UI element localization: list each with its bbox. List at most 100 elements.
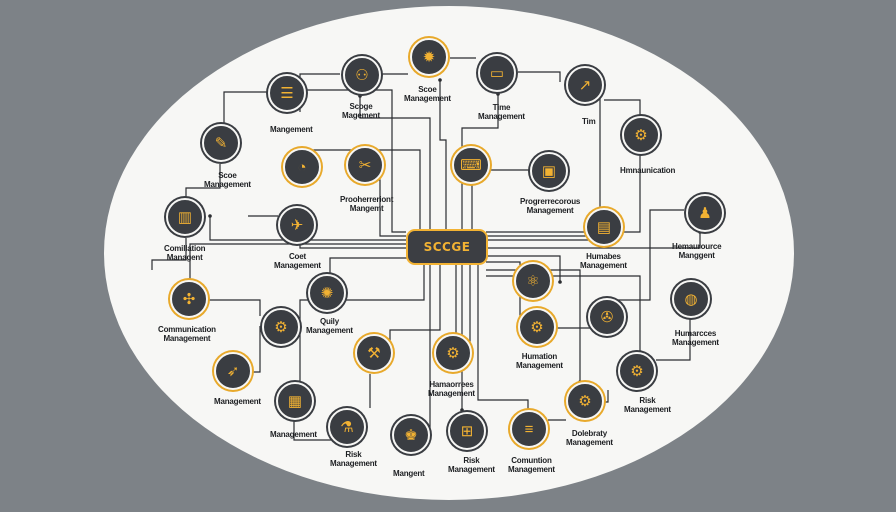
tools-icon: ⚒ [367, 344, 381, 362]
settings-icon: ⚙ [578, 392, 592, 410]
node-lightbulb: ✹ [410, 38, 448, 76]
label-dolebraty-management: Dolebraty Management [566, 429, 613, 447]
connector [223, 91, 268, 124]
node-scissors: ✂ [346, 146, 384, 184]
label-cost-management: Coet Management [274, 252, 321, 270]
connector [656, 318, 691, 361]
rocket-icon: ➶ [226, 362, 240, 380]
connector [410, 265, 431, 431]
connector [299, 265, 425, 400]
connector-end [558, 280, 562, 284]
connector [389, 265, 441, 352]
label-humarcces-management: Humarcces Management [672, 329, 719, 347]
manager-icon: ♚ [404, 426, 418, 444]
node-clipboard: ✎ [202, 124, 240, 162]
connector [486, 261, 521, 326]
bar-chart-icon: ▥ [177, 208, 193, 226]
globe-icon: ◍ [684, 290, 698, 308]
node-growth: ↗ [566, 66, 604, 104]
connector-end [438, 78, 442, 82]
label-humation-management: Humation Management [516, 352, 563, 370]
node-quality-gears: ⚙ [262, 308, 300, 346]
connector [290, 89, 406, 233]
label-progression-management: Progrerrecorous Management [520, 197, 581, 215]
connector [486, 150, 641, 233]
compass-icon: ✇ [600, 308, 614, 326]
connector-end [460, 408, 464, 412]
connector [299, 73, 340, 112]
label-scope-management-top: Scoe Management [404, 85, 451, 103]
node-big-gear: ⚙ [434, 334, 472, 372]
label-mangent-bottom: Mangent [393, 469, 425, 478]
node-settings-right: ⚙ [618, 352, 656, 390]
big-gear-icon: ⚙ [446, 344, 460, 362]
label-scope-management-left: Scoe Management [204, 171, 251, 189]
node-bar-chart: ▥ [166, 198, 204, 236]
connector [293, 420, 346, 441]
node-desktop: ⌨ [452, 146, 490, 184]
gear-icon: ⚙ [530, 318, 544, 336]
connector [604, 99, 641, 116]
label-risk-management-bottom-2: Risk Management [448, 456, 495, 474]
connector [477, 265, 529, 412]
connector [604, 209, 684, 301]
connector [209, 216, 406, 241]
checklist-icon: ☰ [280, 84, 294, 102]
node-tools-mix: ⚗ [328, 408, 366, 446]
label-humunication: Hmnaunication [620, 166, 676, 175]
node-package: ▦ [276, 382, 314, 420]
node-compass: ✇ [588, 298, 626, 336]
node-gears: ⚙ [622, 116, 660, 154]
node-network: ⚛ [514, 262, 552, 300]
node-screen: ▣ [530, 152, 568, 190]
label-scope-magement: Scoge Magement [342, 102, 380, 120]
lightbulb-icon: ✹ [422, 48, 436, 66]
node-list: ≡ [510, 410, 548, 448]
node-documents: ▤ [585, 208, 623, 246]
connector [359, 96, 431, 229]
node-clock: ◔ [283, 148, 321, 186]
desktop-icon: ⌨ [460, 156, 482, 174]
connector [208, 299, 261, 316]
connector [486, 255, 561, 282]
node-manager: ♚ [392, 416, 430, 454]
connector [185, 164, 221, 198]
connector [518, 71, 561, 82]
connector-end [496, 92, 500, 96]
label-comilitation-management: Comillation Managent [164, 244, 206, 262]
connector [299, 226, 406, 249]
node-globe: ◍ [672, 280, 710, 318]
node-hierarchy: ⚇ [343, 56, 381, 94]
label-risk-management-bottom: Risk Management [330, 450, 377, 468]
list-icon: ≡ [524, 420, 534, 438]
label-comunution-management: Comuntion Management [508, 456, 555, 474]
scissors-icon: ✂ [358, 156, 372, 174]
connector [151, 238, 187, 270]
hub-icon: ✣ [182, 290, 196, 308]
settings-icon: ⚙ [630, 362, 644, 380]
documents-icon: ▤ [596, 218, 612, 236]
central-scope-node: SCCGE [406, 229, 488, 265]
node-settings: ⚙ [566, 382, 604, 420]
label-homacorres-management: Hamaorrees Management [428, 380, 475, 398]
connector [439, 80, 447, 229]
node-gear-right: ⚙ [518, 308, 556, 346]
monitor-icon: ▭ [489, 64, 505, 82]
node-flowchart: ⊞ [448, 412, 486, 450]
airplane-icon: ✈ [290, 216, 304, 234]
quality-gears-icon: ⚙ [274, 318, 288, 336]
node-tools: ⚒ [355, 334, 393, 372]
node-person: ♟ [686, 194, 724, 232]
network-icon: ⚛ [526, 272, 540, 290]
flowchart-icon: ⊞ [460, 422, 474, 440]
label-tim: Tim [582, 117, 596, 126]
node-rocket: ➶ [214, 352, 252, 390]
label-risk-management-right: Risk Management [624, 396, 671, 414]
connector-end [358, 94, 362, 98]
node-checklist: ☰ [268, 74, 306, 112]
label-quality-management: Quily Management [306, 317, 353, 335]
growth-chart-icon: ↗ [578, 76, 592, 94]
node-monitor: ▭ [478, 54, 516, 92]
connector [486, 232, 701, 249]
